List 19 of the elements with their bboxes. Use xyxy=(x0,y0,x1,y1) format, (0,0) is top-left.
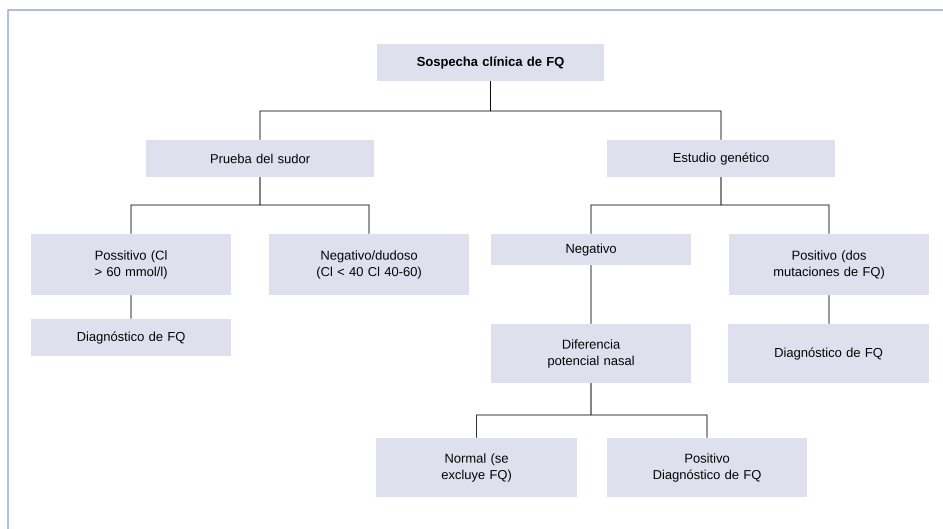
connector-line xyxy=(490,80,722,140)
connector-line xyxy=(130,294,132,320)
process-box: Prueba del sudor xyxy=(146,140,374,177)
connector-line xyxy=(260,176,370,234)
process-box: Estudio genético xyxy=(607,140,835,177)
process-box: Diagnóstico de FQ xyxy=(728,324,929,383)
connector-line xyxy=(720,176,830,234)
process-box: Diferencia potencial nasal xyxy=(491,324,691,383)
connector-line xyxy=(828,294,830,324)
process-box: Possitivo (Cl > 60 mmol/l) xyxy=(31,234,231,295)
process-box: Diagnóstico de FQ xyxy=(31,318,231,356)
connector-line xyxy=(590,382,708,438)
connector-line xyxy=(590,264,592,324)
process-box: Positivo (dos mutaciones de FQ) xyxy=(729,234,929,295)
process-box: Negativo xyxy=(491,234,691,265)
process-box: Positivo Diagnóstico de FQ xyxy=(607,438,807,497)
process-box: Negativo/dudoso (Cl < 40 Cl 40-60) xyxy=(269,234,469,295)
process-box: Normal (se excluye FQ) xyxy=(376,438,577,497)
process-box: Sospecha clínica de FQ xyxy=(377,44,604,81)
